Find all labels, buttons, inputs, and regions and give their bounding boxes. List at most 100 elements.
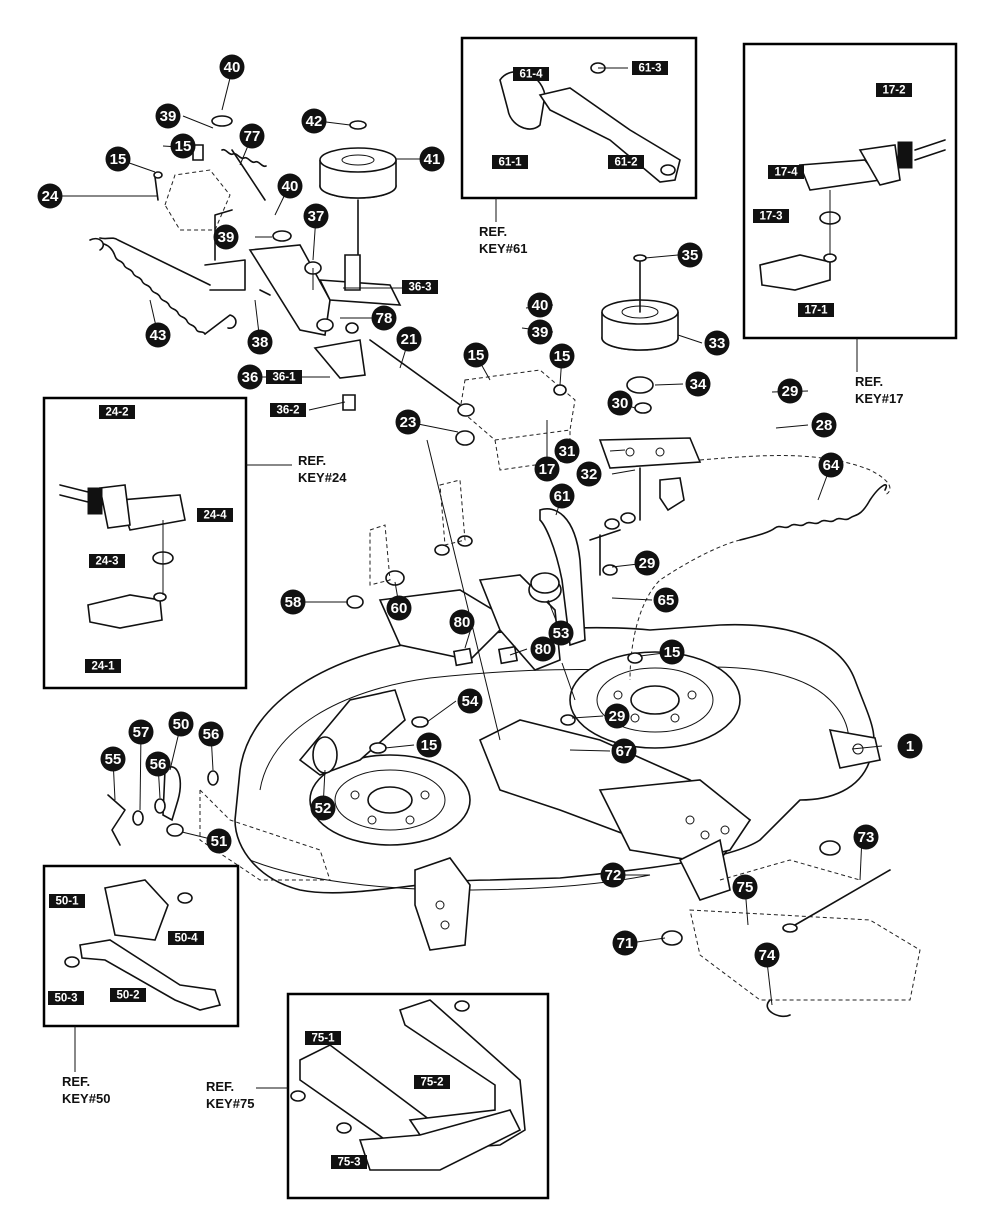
mower-deck-housing	[234, 623, 881, 951]
callout-circle	[818, 452, 844, 478]
callout-circle	[145, 751, 171, 777]
callout-circle	[548, 620, 574, 646]
idler-pulley-bracket	[598, 437, 702, 521]
callout-number: 65	[658, 592, 675, 609]
hardware-cluster	[346, 384, 643, 754]
tag-label: 24-3	[95, 556, 118, 568]
callout-number: 34	[690, 376, 707, 393]
callout-number: 71	[617, 935, 634, 952]
tag-61-3: 61-3	[632, 61, 668, 75]
callout-circle	[704, 330, 730, 356]
callout-39: 39	[155, 103, 181, 129]
callout-77: 77	[239, 123, 265, 149]
callout-circle	[530, 636, 556, 662]
callout-number: 29	[609, 708, 626, 725]
callout-number: 24	[42, 188, 59, 205]
tag-36-1: 36-1	[266, 370, 302, 384]
callout-number: 61	[554, 488, 571, 505]
ref-key: KEY#75	[206, 1096, 254, 1111]
tag-box	[876, 83, 912, 97]
callout-40: 40	[219, 54, 245, 80]
callout-51: 51	[206, 828, 232, 854]
callout-circle	[634, 550, 660, 576]
drive-pulley	[319, 120, 397, 276]
tag-50-3: 50-3	[48, 991, 84, 1005]
tag-61-2: 61-2	[608, 155, 644, 169]
callout-circle	[457, 688, 483, 714]
callout-number: 54	[462, 693, 479, 710]
callout-41: 41	[419, 146, 445, 172]
callout-39: 39	[213, 224, 239, 250]
ref-label-key-24: REF. KEY#24	[298, 453, 347, 485]
callout-number: 56	[150, 756, 167, 773]
callout-74: 74	[754, 942, 780, 968]
callout-21: 21	[396, 326, 422, 352]
callout-38: 38	[247, 329, 273, 355]
callout-42: 42	[301, 108, 327, 134]
tag-label: 50-4	[174, 933, 198, 945]
callout-number: 77	[244, 128, 261, 145]
tag-box	[85, 659, 121, 673]
detail-box-key-61	[460, 36, 698, 200]
rear-hitch-bracket	[661, 840, 921, 1018]
tag-50-1: 50-1	[49, 894, 85, 908]
ref-word: REF.	[298, 453, 326, 468]
callout-number: 32	[581, 466, 598, 483]
ref-key: KEY#17	[855, 391, 903, 406]
callout-80: 80	[449, 609, 475, 635]
callout-circle	[310, 795, 336, 821]
tag-61-4: 61-4	[513, 67, 549, 81]
ref-word: REF.	[855, 374, 883, 389]
tag-label: 61-4	[519, 69, 543, 81]
callout-52: 52	[310, 795, 336, 821]
callout-71: 71	[612, 930, 638, 956]
lift-arm-spring-assembly	[153, 115, 292, 296]
callout-number: 36	[242, 369, 259, 386]
tag-box	[110, 988, 146, 1002]
callout-circle	[549, 343, 575, 369]
callout-circle	[732, 874, 758, 900]
callout-circle	[604, 703, 630, 729]
tag-label: 50-3	[54, 993, 77, 1005]
tag-box	[168, 931, 204, 945]
callout-58: 58	[280, 589, 306, 615]
callout-number: 57	[133, 724, 150, 741]
callout-circle	[549, 483, 575, 509]
callout-circle	[853, 824, 879, 850]
tag-label: 50-2	[116, 990, 139, 1002]
tag-box	[331, 1155, 367, 1169]
tag-box	[492, 155, 528, 169]
callout-circle	[219, 54, 245, 80]
callout-circle	[811, 412, 837, 438]
tag-box	[266, 370, 302, 384]
tag-label: 61-1	[498, 157, 522, 169]
callout-15: 15	[463, 342, 489, 368]
callout-number: 41	[424, 151, 441, 168]
callout-29: 29	[604, 703, 630, 729]
callout-number: 74	[759, 947, 776, 964]
tag-17-3: 17-3	[753, 209, 789, 223]
callout-circle	[247, 329, 273, 355]
ref-key: KEY#50	[62, 1091, 110, 1106]
callout-73: 73	[853, 824, 879, 850]
callout-number: 15	[421, 737, 438, 754]
callout-40: 40	[277, 173, 303, 199]
callout-39: 39	[527, 319, 553, 345]
callout-75: 75	[732, 874, 758, 900]
tag-label: 61-2	[614, 157, 637, 169]
tag-box	[48, 991, 84, 1005]
tag-label: 36-3	[408, 282, 431, 294]
ref-key: KEY#24	[298, 470, 347, 485]
callout-circle	[612, 930, 638, 956]
callout-circle	[395, 409, 421, 435]
tag-label: 17-4	[774, 167, 798, 179]
callout-number: 73	[858, 829, 875, 846]
callout-circle	[527, 292, 553, 318]
callout-circle	[277, 173, 303, 199]
callout-number: 39	[160, 108, 177, 125]
callout-34: 34	[685, 371, 711, 397]
callout-circle	[416, 732, 442, 758]
callout-circle	[168, 711, 194, 737]
callout-circle	[897, 733, 923, 759]
